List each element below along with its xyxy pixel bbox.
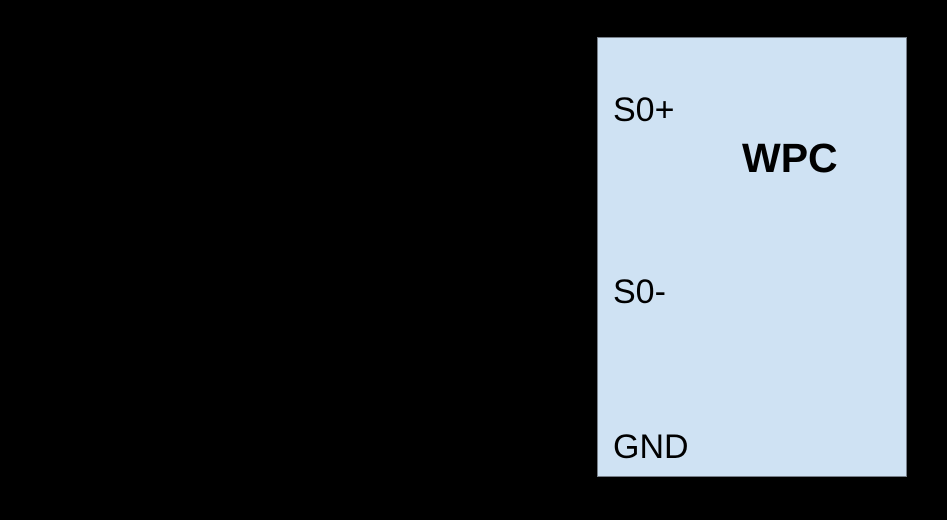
wpc-component-block[interactable]: S0+ WPC S0- GND: [597, 37, 907, 477]
component-part-label: WPC: [742, 135, 838, 181]
terminal-label-s0-minus: S0-: [613, 273, 666, 311]
terminal-label-s0-plus: S0+: [613, 91, 675, 129]
terminal-label-gnd: GND: [613, 428, 689, 466]
